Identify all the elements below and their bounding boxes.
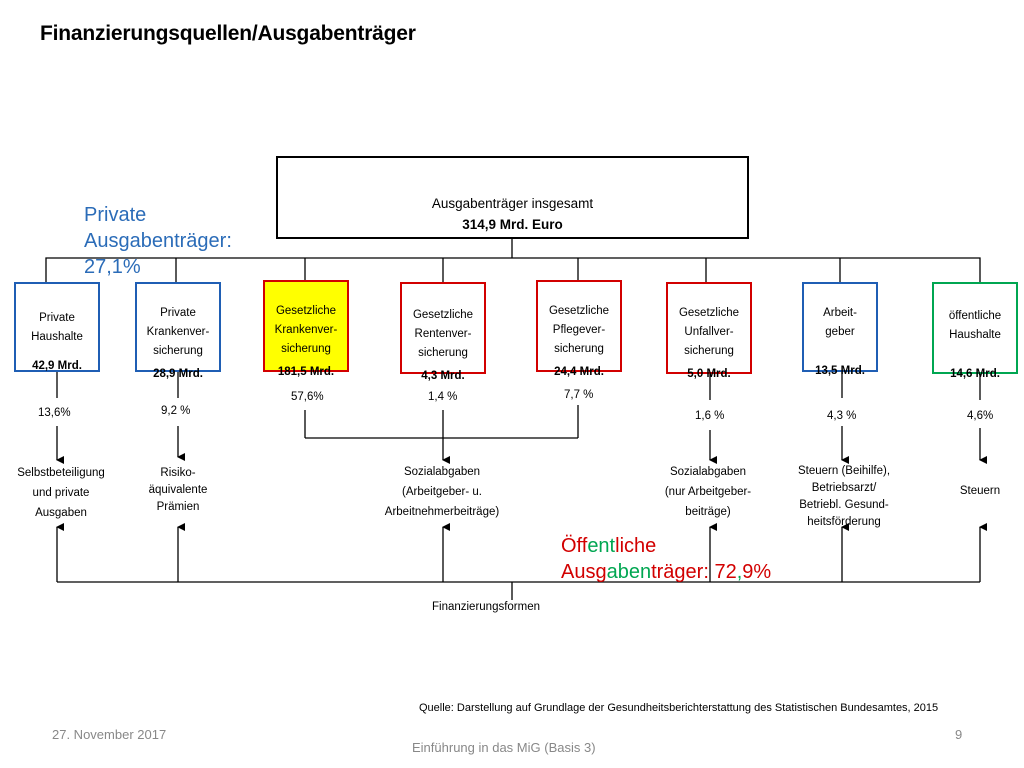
source-note: Quelle: Darstellung auf Grundlage der Ge… bbox=[419, 702, 939, 714]
box-amount: 5,0 Mrd. bbox=[687, 368, 731, 380]
box-label: Gesetzliche Pflegever- sicherung bbox=[548, 305, 610, 355]
footer-title: Einführung in das MiG (Basis 3) bbox=[412, 740, 596, 755]
box-amount: 4,3 Mrd. bbox=[421, 370, 465, 382]
box-public-budgets: öffentliche Haushalte 14,6 Mrd. bbox=[932, 282, 1018, 380]
total-spending-box: Ausgabenträger insgesamt 314,9 Mrd. Euro bbox=[276, 156, 749, 239]
box-private-households: Private Haushalte 42,9 Mrd. bbox=[14, 282, 100, 372]
financing-taxes-occupational: Steuern (Beihilfe), Betriebsarzt/ Betrie… bbox=[797, 465, 891, 528]
financing-social-contributions: Sozialabgaben (Arbeitgeber- u. Arbeitneh… bbox=[384, 466, 500, 518]
pct-private-health-insurance: 9,2 % bbox=[161, 405, 191, 417]
footer-date: 27. November 2017 bbox=[52, 727, 167, 742]
public-share-label: Öffentliche Ausgabenträger: 72,9% bbox=[561, 535, 772, 583]
top-bracket-line bbox=[45, 257, 981, 282]
private-share-label: Private Ausgabenträger: 27,1% bbox=[84, 204, 232, 278]
pct-private-households: 13,6% bbox=[38, 407, 71, 419]
box-statutory-health-insurance: Gesetzliche Krankenver- sicherung 181,5 … bbox=[263, 280, 349, 378]
box-statutory-care-insurance: Gesetzliche Pflegever- sicherung 24,4 Mr… bbox=[536, 280, 622, 378]
box-employers: Arbeit- geber 13,5 Mrd. bbox=[802, 282, 878, 377]
box-label: Gesetzliche Rentenver- sicherung bbox=[412, 309, 474, 359]
box-amount: 28,9 Mrd. bbox=[153, 368, 203, 380]
financing-risk-premiums: Risiko- äquivalente Prämien bbox=[148, 467, 208, 513]
pct-statutory-health-insurance: 57,6% bbox=[291, 391, 324, 403]
box-amount: 181,5 Mrd. bbox=[277, 366, 335, 378]
page-title: Finanzierungsquellen/Ausgabenträger bbox=[40, 22, 416, 45]
page-number: 9 bbox=[955, 727, 963, 742]
box-private-health-insurance: Private Krankenver- sicherung 28,9 Mrd. bbox=[135, 282, 221, 380]
box-label: öffentliche Haushalte bbox=[948, 310, 1002, 341]
pct-statutory-pension-insurance: 1,4 % bbox=[428, 391, 458, 403]
box-label: Arbeit- geber bbox=[823, 307, 857, 338]
box-statutory-accident-insurance: Gesetzliche Unfallver- sicherung 5,0 Mrd… bbox=[666, 282, 752, 380]
financing-forms-label: Finanzierungsformen bbox=[431, 601, 541, 613]
pct-statutory-care-insurance: 7,7 % bbox=[564, 389, 594, 401]
pct-public-budgets: 4,6% bbox=[967, 410, 994, 422]
financing-taxes: Steuern bbox=[959, 485, 1001, 497]
box-amount: 13,5 Mrd. bbox=[815, 365, 865, 377]
box-label: Gesetzliche Unfallver- sicherung bbox=[678, 307, 740, 357]
box-label: Private Krankenver- sicherung bbox=[146, 307, 210, 357]
box-amount: 42,9 Mrd. bbox=[32, 360, 82, 372]
pct-employers: 4,3 % bbox=[827, 410, 857, 422]
pct-statutory-accident-insurance: 1,6 % bbox=[695, 410, 725, 422]
box-amount: 24,4 Mrd. bbox=[554, 366, 604, 378]
box-label: Private Haushalte bbox=[31, 312, 83, 343]
financing-employer-contributions: Sozialabgaben (nur Arbeitgeber- beiträge… bbox=[664, 466, 752, 518]
total-spending-amount: 314,9 Mrd. Euro bbox=[462, 217, 563, 232]
financing-out-of-pocket: Selbstbeteiligung und private Ausgaben bbox=[17, 467, 105, 519]
box-statutory-pension-insurance: Gesetzliche Rentenver- sicherung 4,3 Mrd… bbox=[400, 282, 486, 382]
total-spending-label: Ausgabenträger insgesamt bbox=[431, 196, 594, 211]
box-amount: 14,6 Mrd. bbox=[950, 368, 1000, 380]
box-label: Gesetzliche Krankenver- sicherung bbox=[274, 305, 338, 355]
